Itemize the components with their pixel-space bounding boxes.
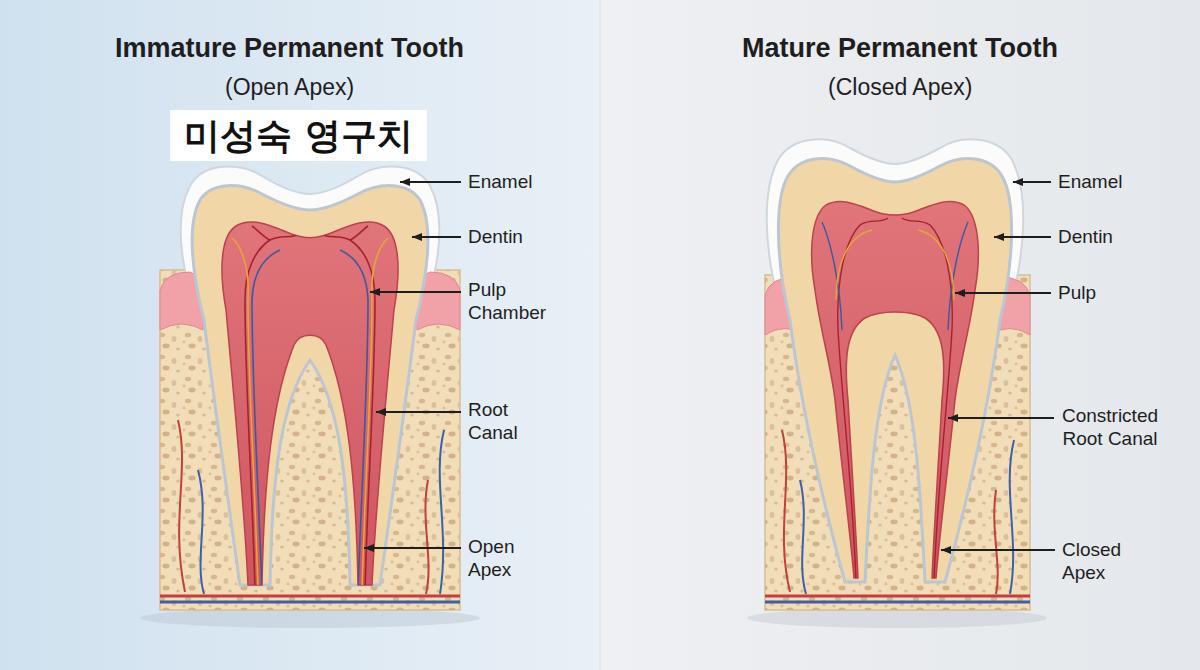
panel-heading: Immature Permanent Tooth <box>115 32 464 64</box>
part-label: Open Apex <box>468 536 538 582</box>
blood-vessel <box>1010 440 1014 594</box>
blood-vessel <box>178 420 185 592</box>
panel-background <box>600 0 1200 670</box>
blood-vessel <box>994 490 997 594</box>
shadow <box>140 608 480 628</box>
blood-vessel <box>800 480 806 594</box>
pulp <box>812 201 979 578</box>
panel-background <box>0 0 600 670</box>
leader-arrow <box>364 547 461 549</box>
panel-heading: Mature Permanent Tooth <box>742 32 1058 64</box>
part-label: Root Canal <box>468 399 538 445</box>
blood-vessel <box>440 430 444 594</box>
leader-arrow <box>376 411 461 413</box>
box-text: 미성숙 영구치 <box>184 113 413 158</box>
part-label: Pulp Chamber <box>468 279 563 325</box>
blood-vessel <box>782 430 790 592</box>
part-label: Dentin <box>1058 226 1113 249</box>
leader-arrow <box>370 291 461 293</box>
leader-arrow <box>955 292 1051 294</box>
part-label: Enamel <box>1058 171 1122 194</box>
part-label: Constricted Root Canal <box>1050 405 1170 451</box>
leader-arrow <box>941 549 1055 551</box>
leader-arrow <box>994 236 1051 238</box>
immature-tooth <box>140 167 480 628</box>
dentin <box>778 159 1011 582</box>
blood-vessel <box>765 595 1030 598</box>
dentin <box>192 186 428 585</box>
shadow <box>747 608 1047 628</box>
part-label: Closed Apex <box>1062 539 1137 585</box>
pulp-vessels <box>822 218 968 580</box>
leader-arrow <box>400 181 461 183</box>
pulp-vessels <box>232 226 388 590</box>
leader-arrow <box>1013 181 1051 183</box>
label-box: 미성숙 영구치 <box>170 110 427 161</box>
panel-subheading: (Open Apex) <box>225 74 354 102</box>
mature-tooth <box>747 139 1047 628</box>
blood-vessel <box>198 470 204 594</box>
blood-vessel <box>765 601 1030 604</box>
blood-vessel <box>425 480 428 594</box>
leader-lines <box>364 182 1055 550</box>
part-label: Enamel <box>468 171 532 194</box>
panel-subheading: (Closed Apex) <box>828 74 972 102</box>
part-label: Pulp <box>1058 282 1096 305</box>
blood-vessel <box>160 601 460 604</box>
leader-arrow <box>412 236 461 238</box>
blood-vessel <box>160 595 460 598</box>
part-label: Dentin <box>468 226 523 249</box>
panel-divider <box>600 0 601 670</box>
leader-arrow <box>948 417 1054 419</box>
